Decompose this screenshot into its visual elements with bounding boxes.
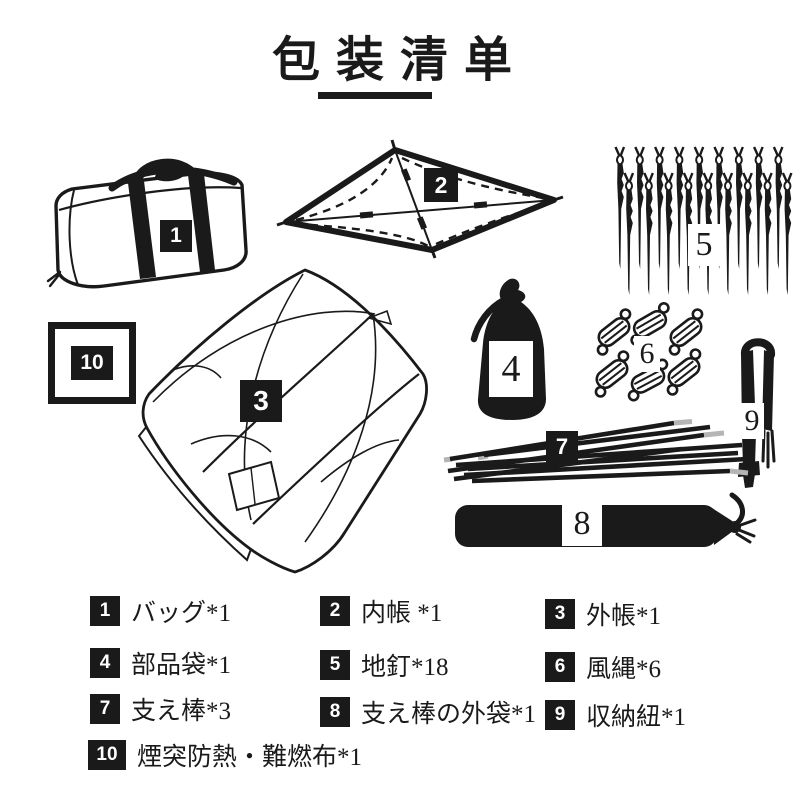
legend-num-4: 4: [90, 648, 120, 678]
illustration-storage-strap: 9: [728, 333, 790, 495]
legend-item-parts-pouch: 4 部品袋*1: [90, 645, 231, 681]
illustration-flame-cloth: 10: [48, 322, 136, 404]
legend-label-9: 収納紐*1: [586, 704, 687, 731]
legend-label-10: 煙突防熱・難燃布*1: [137, 744, 363, 771]
legend-label-5: 地釘*18: [361, 654, 449, 681]
illustration-outer-tent: 3: [132, 262, 444, 582]
pole-bag-drawing: [455, 492, 757, 547]
badge-1: 1: [160, 220, 192, 252]
legend-label-1: バッグ*1: [131, 600, 232, 627]
title-underline: [318, 92, 432, 99]
legend-num-1: 1: [90, 596, 120, 626]
support-poles-drawing: [443, 419, 749, 484]
legend-label-7: 支え棒*3: [131, 698, 232, 725]
badge-4: 4: [489, 341, 533, 397]
legend-num-10: 10: [88, 740, 126, 770]
legend-item-inner-tent: 2 内帳 *1: [320, 593, 442, 629]
legend-item-bag: 1 バッグ*1: [90, 593, 231, 629]
legend-label-4: 部品袋*1: [131, 652, 232, 679]
badge-3: 3: [240, 380, 282, 422]
legend-num-9: 9: [545, 700, 575, 730]
badge-7: 7: [546, 431, 578, 463]
legend-item-outer-tent: 3 外帳*1: [545, 596, 661, 632]
legend-label-8: 支え棒の外袋*1: [361, 701, 537, 728]
legend-item-flame-cloth: 10 煙突防熱・難燃布*1: [88, 737, 362, 773]
illustration-support-poles: 7: [442, 413, 758, 490]
badge-10: 10: [71, 346, 113, 380]
page-title: 包装清单: [271, 34, 528, 87]
illustration-pole-bag: 8: [452, 490, 764, 557]
illustration-carry-bag: 1: [42, 158, 264, 296]
legend-num-8: 8: [320, 697, 350, 727]
illustration-guy-ropes: 6: [584, 300, 714, 404]
legend-label-2: 内帳 *1: [361, 600, 443, 627]
legend-num-3: 3: [545, 599, 575, 629]
carry-bag-drawing: [46, 158, 248, 289]
badge-5: 5: [688, 224, 720, 266]
illustration-parts-pouch: 4: [462, 277, 558, 424]
illustration-inner-tent-sheet: 2: [276, 139, 564, 260]
badge-2: 2: [424, 168, 458, 202]
legend-item-poles: 7 支え棒*3: [90, 691, 231, 727]
inner-tent-drawing: [276, 139, 564, 259]
outer-tent-drawing: [137, 268, 428, 574]
badge-8: 8: [562, 502, 602, 546]
legend-num-7: 7: [90, 694, 120, 724]
illustration-ground-stakes: 5: [612, 142, 794, 314]
badge-9: 9: [740, 403, 764, 439]
legend-item-stakes: 5 地釘*18: [320, 647, 449, 683]
legend-label-6: 風縄*6: [586, 656, 662, 683]
legend-num-5: 5: [320, 650, 350, 680]
legend-item-guy-ropes: 6 風縄*6: [545, 649, 661, 685]
legend-num-2: 2: [320, 596, 350, 626]
legend-num-6: 6: [545, 652, 575, 682]
legend-item-pole-bag: 8 支え棒の外袋*1: [320, 694, 536, 730]
legend-label-3: 外帳*1: [586, 603, 662, 630]
badge-6: 6: [634, 336, 660, 372]
legend-item-strap: 9 収納紐*1: [545, 697, 686, 733]
